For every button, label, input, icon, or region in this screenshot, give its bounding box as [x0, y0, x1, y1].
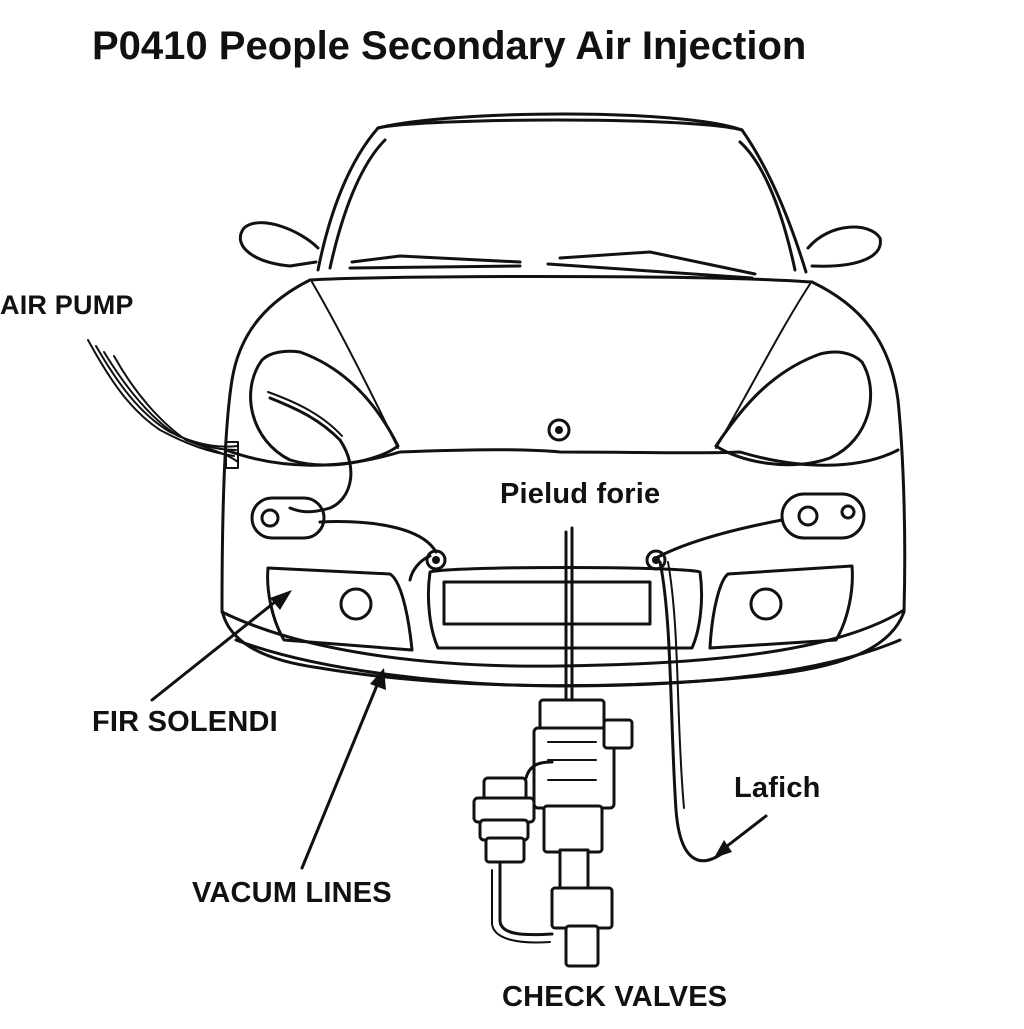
vacuum-hose-left — [267, 391, 438, 582]
fog-light-left — [266, 566, 414, 652]
mount-bolt-left — [425, 549, 447, 571]
label-check-valves: CHECK VALVES — [502, 981, 728, 1013]
vacuum-hose-right — [654, 518, 784, 863]
sensor-pod-right — [780, 492, 866, 540]
solenoid-valve-assembly — [472, 526, 634, 968]
label-pielud-forie: Pielud forie — [500, 478, 661, 510]
sensor-pod-left — [250, 496, 326, 540]
side-mirror-left — [238, 221, 320, 268]
headlight-right — [714, 350, 873, 467]
air-pump-wires — [87, 339, 239, 469]
diagram-title: P0410 People Secondary Air Injection — [92, 24, 807, 68]
callout-vacum-lines — [300, 668, 386, 870]
wipers — [348, 250, 757, 280]
hood-badge — [547, 418, 571, 442]
label-vacum-lines: VACUM LINES — [192, 877, 392, 909]
fog-light-right — [708, 564, 854, 650]
headlight-left — [249, 349, 400, 467]
label-air-pump: AIR PUMP — [0, 290, 134, 320]
label-fir-solendi: FIR SOLENDI — [92, 706, 278, 738]
car-roof — [308, 112, 814, 284]
license-plate — [426, 566, 704, 650]
label-lafich: Lafich — [734, 772, 821, 804]
callout-fir-solendi — [150, 590, 292, 702]
side-mirror-right — [806, 225, 882, 268]
callout-lafich — [714, 814, 768, 858]
